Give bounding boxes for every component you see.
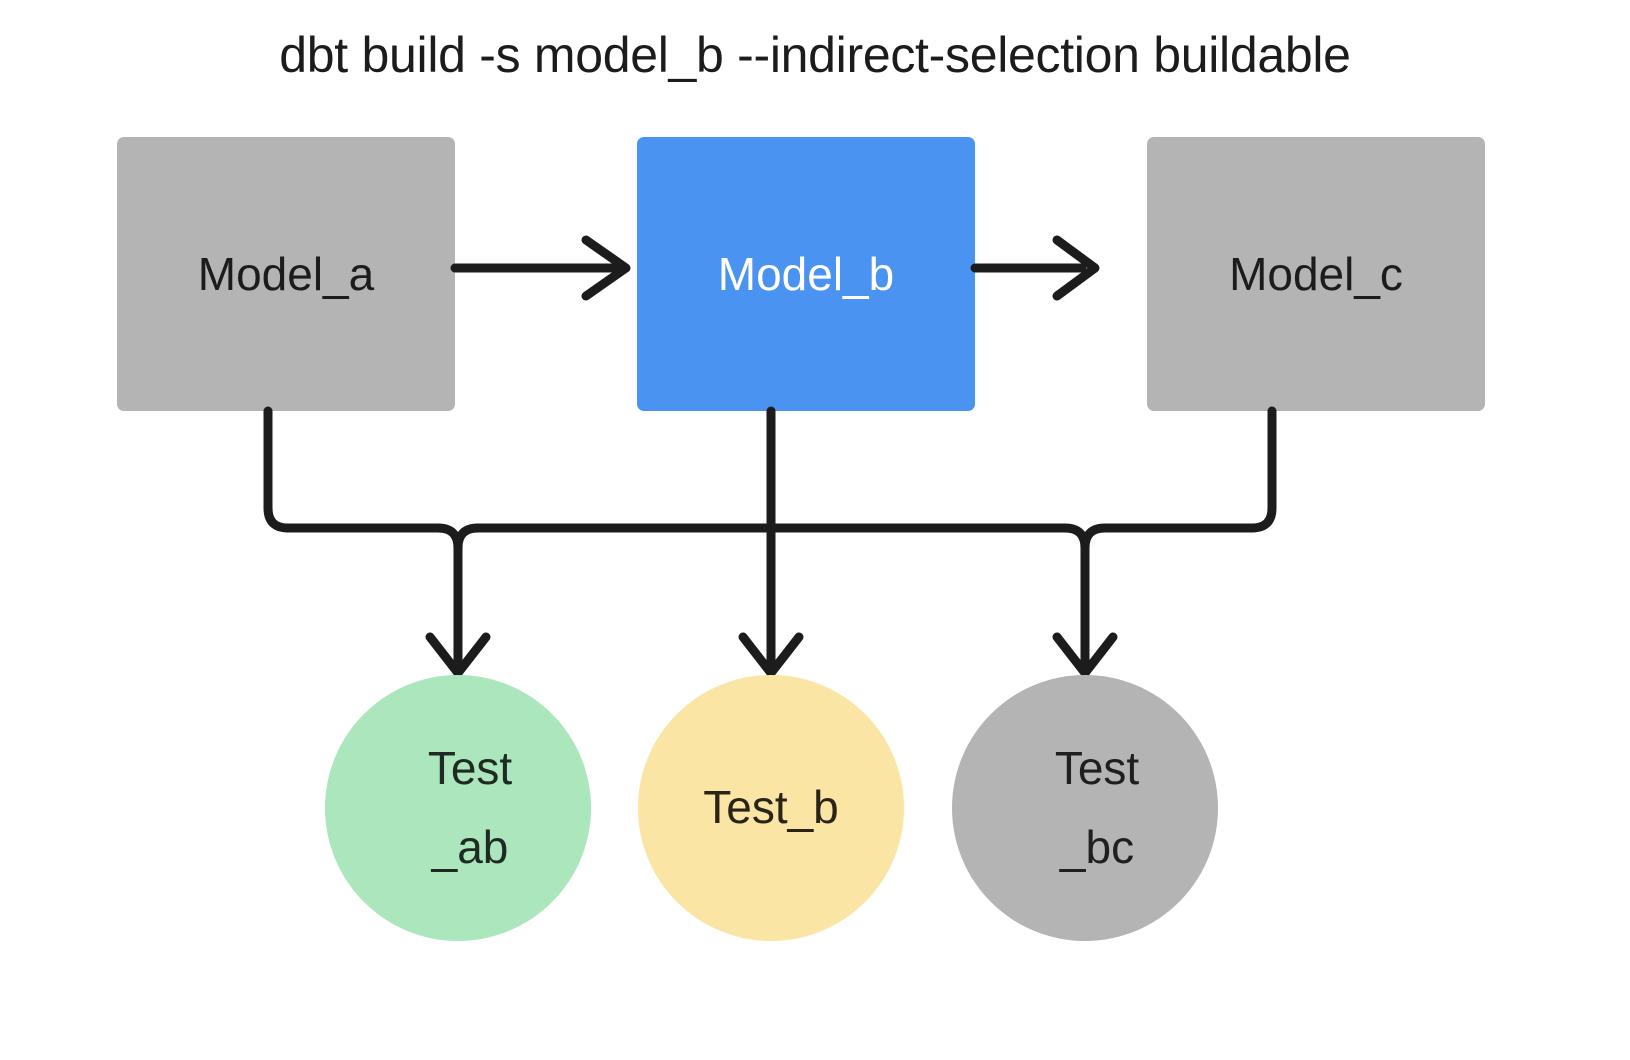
edge-model-a-to-model-b [450, 235, 631, 301]
node-test-ab[interactable] [325, 675, 591, 941]
edge-model-c-to-bus [1100, 406, 1277, 533]
edge-model-a-to-bus [263, 406, 443, 533]
node-model-b[interactable] [637, 137, 975, 411]
node-model-a[interactable] [117, 137, 455, 411]
arrowhead-test-b [738, 632, 804, 678]
arrowhead-test-bc [1052, 632, 1118, 678]
arrowhead-test-ab [425, 632, 491, 678]
node-model-c[interactable] [1147, 137, 1485, 411]
node-test-b[interactable] [638, 675, 904, 941]
node-test-bc[interactable] [952, 675, 1218, 941]
edge-model-b-to-model-c [970, 235, 1100, 301]
diagram-title: dbt build -s model_b --indirect-selectio… [279, 27, 1351, 83]
